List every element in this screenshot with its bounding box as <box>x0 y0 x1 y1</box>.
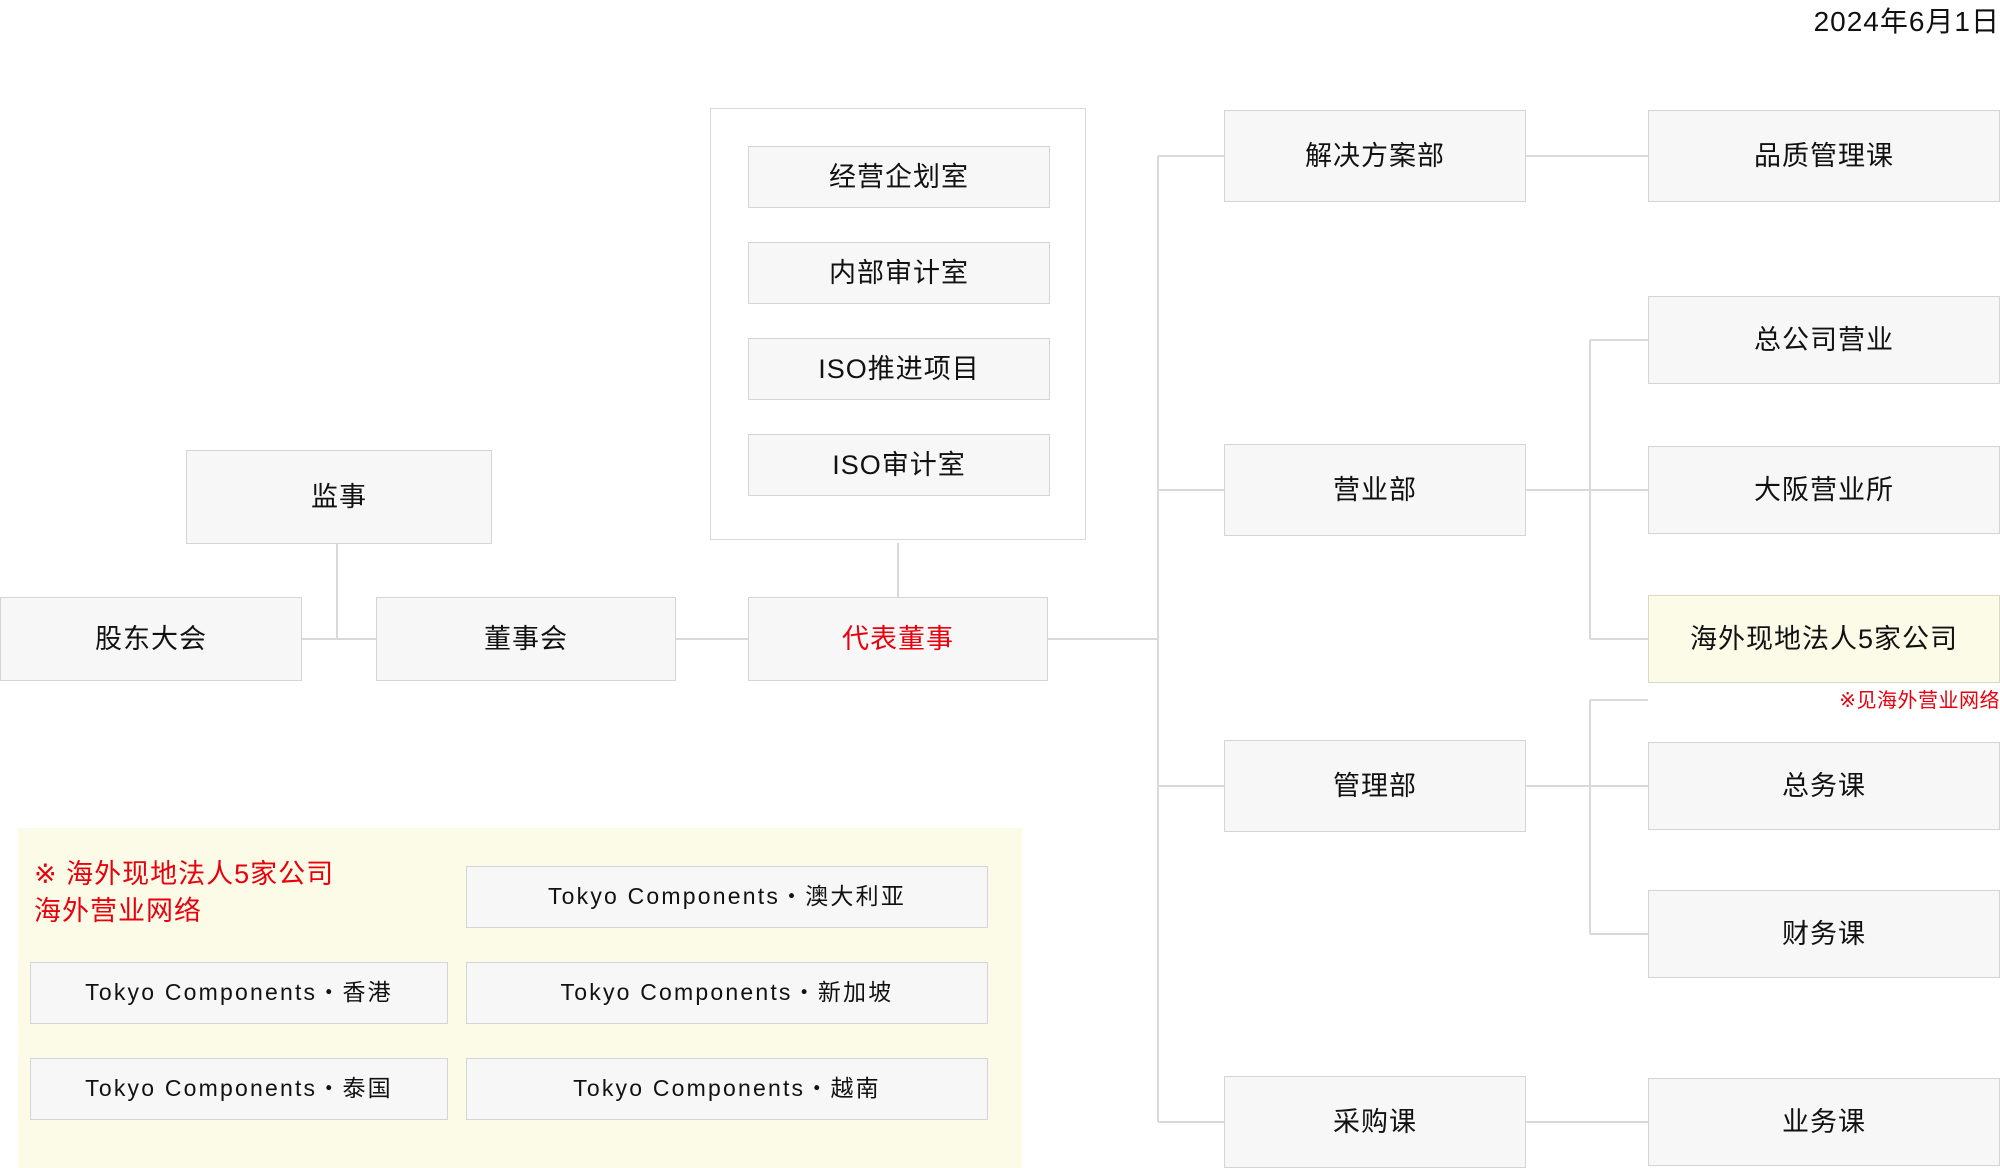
section-box-overseas-subsidiaries[interactable]: 海外现地法人5家公司 <box>1648 595 2000 683</box>
division-box-administration[interactable]: 管理部 <box>1224 740 1526 832</box>
division-box-purchasing[interactable]: 采购课 <box>1224 1076 1526 1168</box>
division-box-solution[interactable]: 解决方案部 <box>1224 110 1526 202</box>
staff-office-box-2[interactable]: ISO推进项目 <box>748 338 1050 400</box>
subsidiary-box-singapore[interactable]: Tokyo Components・新加坡 <box>466 962 988 1024</box>
section-box-head-office-sales[interactable]: 总公司营业 <box>1648 296 2000 384</box>
legend-title: ※ 海外现地法人5家公司 海外营业网络 <box>34 859 335 927</box>
shareholders-meeting-box[interactable]: 股东大会 <box>0 597 302 681</box>
section-box-general-affairs[interactable]: 总务课 <box>1648 742 2000 830</box>
staff-offices-group-frame <box>710 108 1086 540</box>
staff-office-box-1[interactable]: 内部审计室 <box>748 242 1050 304</box>
staff-office-box-0[interactable]: 经营企划室 <box>748 146 1050 208</box>
section-box-quality-control[interactable]: 品质管理课 <box>1648 110 2000 202</box>
auditor-box[interactable]: 监事 <box>186 450 492 544</box>
board-of-directors-box[interactable]: 董事会 <box>376 597 676 681</box>
division-box-sales[interactable]: 营业部 <box>1224 444 1526 536</box>
section-box-business-affairs[interactable]: 业务课 <box>1648 1078 2000 1166</box>
section-box-finance[interactable]: 财务课 <box>1648 890 2000 978</box>
subsidiary-box-thailand[interactable]: Tokyo Components・泰国 <box>30 1058 448 1120</box>
representative-director-box[interactable]: 代表董事 <box>748 597 1048 681</box>
section-box-osaka-sales-office[interactable]: 大阪营业所 <box>1648 446 2000 534</box>
subsidiary-box-vietnam[interactable]: Tokyo Components・越南 <box>466 1058 988 1120</box>
subsidiary-box-hongkong[interactable]: Tokyo Components・香港 <box>30 962 448 1024</box>
overseas-subsidiaries-footnote: ※见海外营业网络 <box>1839 690 2000 712</box>
staff-office-box-3[interactable]: ISO审计室 <box>748 434 1050 496</box>
chart-date: 2024年6月1日 <box>1813 6 2000 37</box>
subsidiary-box-australia[interactable]: Tokyo Components・澳大利亚 <box>466 866 988 928</box>
